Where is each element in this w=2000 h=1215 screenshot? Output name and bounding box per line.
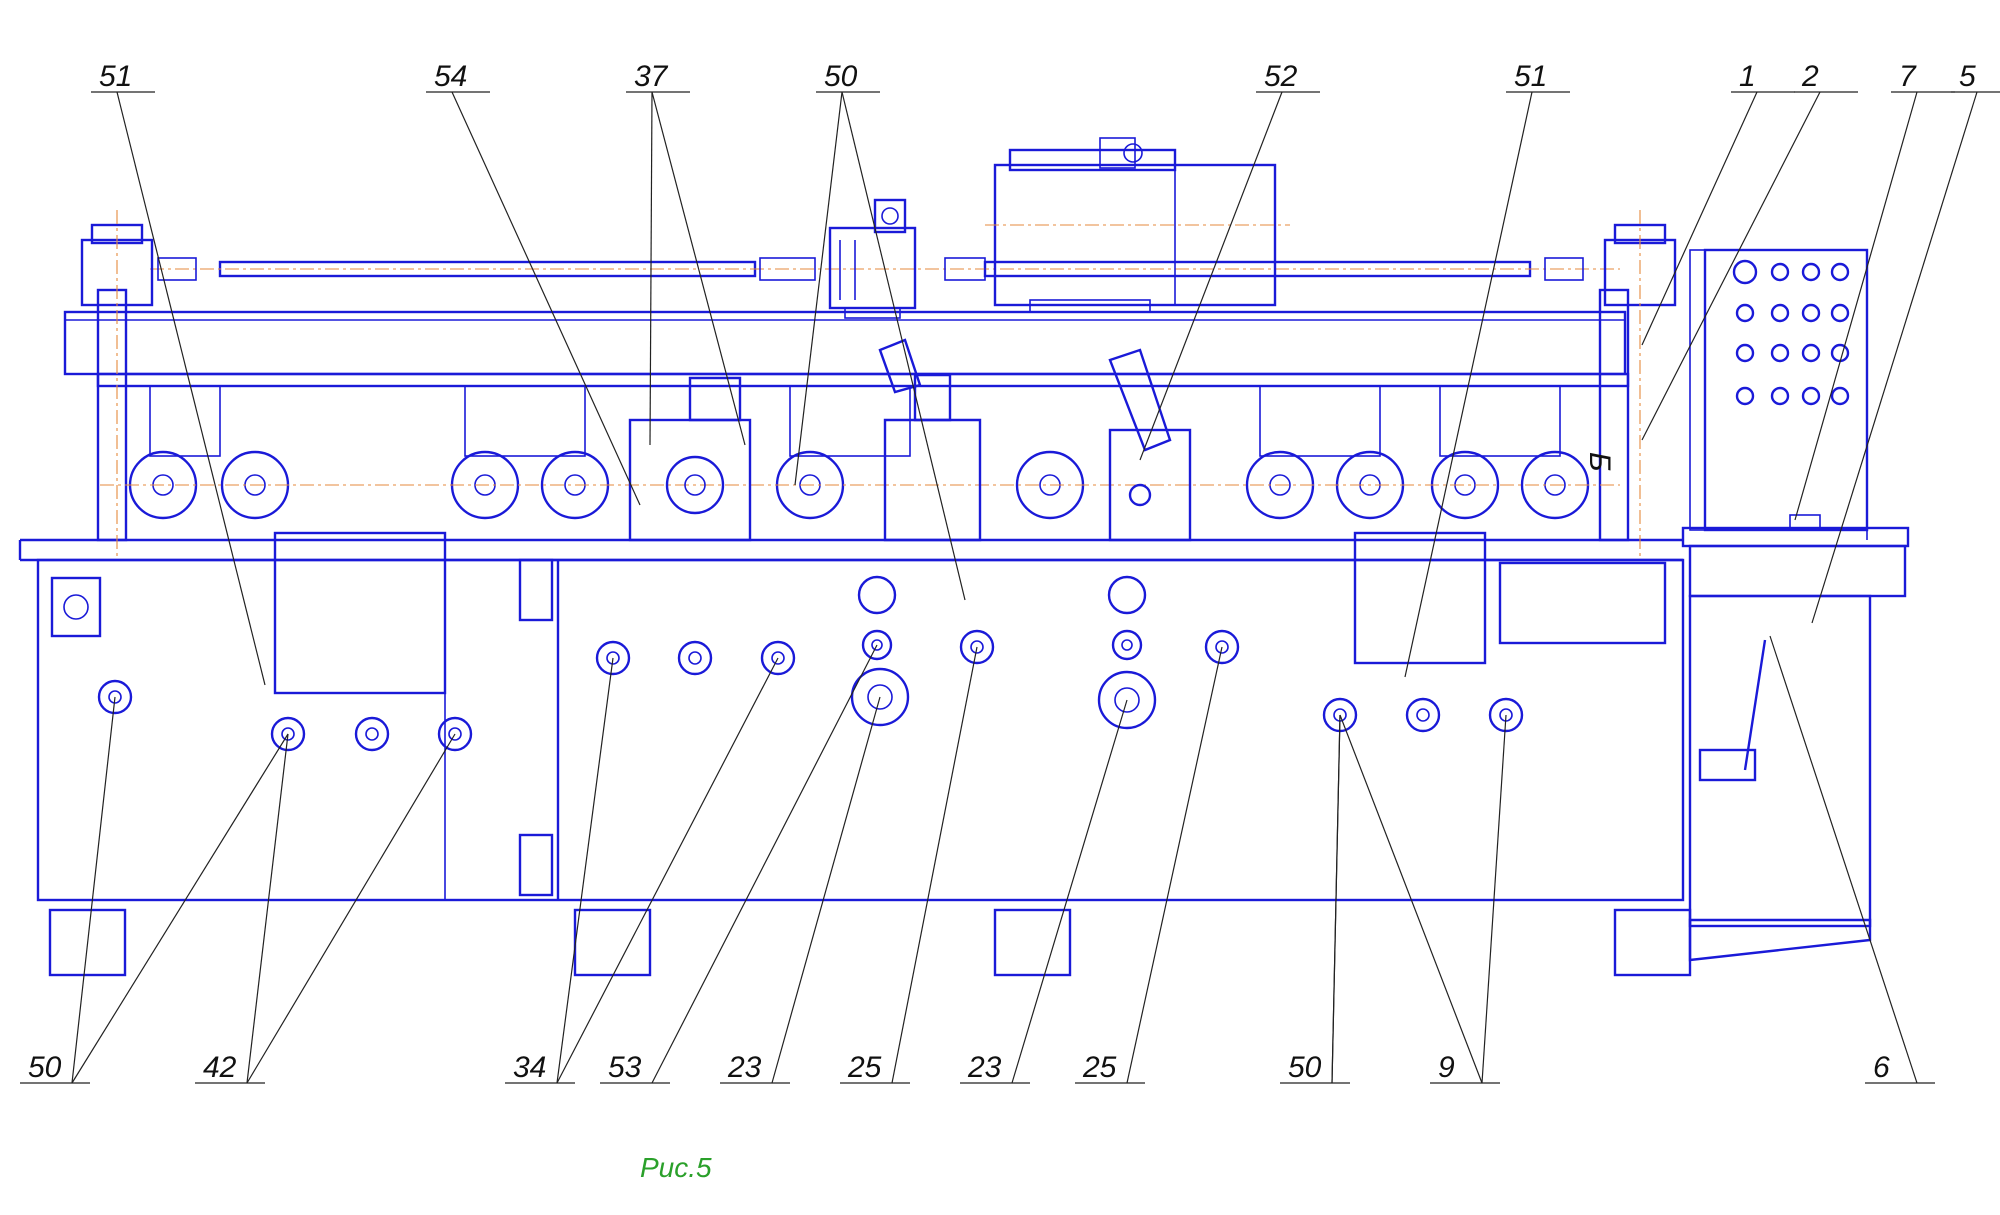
callout-label: 51	[1514, 60, 1547, 93]
callout-label: 5	[1959, 60, 1976, 93]
callout-label: 52	[1264, 60, 1298, 93]
outfeed-table	[1681, 514, 1910, 962]
callout-label: 23	[967, 1051, 1002, 1084]
callout-top-2: 54	[426, 60, 641, 506]
figure-caption: Рис.5	[640, 1152, 712, 1183]
machine-frame	[18, 210, 1685, 902]
callout-label: 25	[1082, 1051, 1117, 1084]
callout-label: 50	[1288, 1051, 1322, 1084]
callout-top-10: 5	[1811, 60, 2000, 624]
callout-bottom-9: 50	[1280, 714, 1350, 1084]
callout-bottom-1: 50	[20, 696, 289, 1084]
handwheels	[97, 575, 1524, 752]
callout-bottom-6: 25	[840, 646, 978, 1084]
machine-feet	[38, 899, 1692, 977]
callout-label: 50	[28, 1051, 62, 1084]
callout-bottom-11: 6	[1769, 635, 1935, 1084]
callout-bottom-4: 53	[600, 644, 878, 1084]
callout-top-5: 52	[1139, 60, 1320, 461]
callout-bottom-5: 23	[720, 696, 881, 1084]
callout-bottom-7: 23	[960, 699, 1128, 1084]
callout-bottom-2: 42	[195, 733, 456, 1084]
callout-label: 2	[1801, 60, 1819, 93]
motor-left	[828, 198, 917, 319]
control-panel	[1689, 248, 1869, 540]
callout-bottom-10: 9	[1339, 714, 1507, 1084]
callout-label: 51	[99, 60, 132, 93]
spindle-heads	[628, 338, 1192, 542]
callout-top-1: 51	[91, 60, 266, 686]
panel-buttons	[1735, 262, 1850, 406]
callout-label: 50	[824, 60, 858, 93]
callout-label: 25	[847, 1051, 882, 1084]
callout-label: 9	[1438, 1051, 1455, 1084]
callout-bottom-8: 25	[1075, 646, 1223, 1084]
callout-top-4: 50	[794, 60, 966, 601]
callout-label: 23	[727, 1051, 762, 1084]
feed-rollers	[100, 385, 1620, 520]
callout-label: 54	[434, 60, 467, 93]
lower-panels	[50, 531, 1667, 897]
callout-layer: 51 54 37 50 52 51 1 2 7 5 50 42 34 53 23 25 23 25 50 9 6	[20, 60, 2000, 1084]
callout-top-6: 51	[1404, 60, 1570, 678]
callout-label: 42	[203, 1051, 237, 1084]
callout-label: 6	[1873, 1051, 1890, 1084]
callout-top-7: 1	[1641, 60, 1795, 346]
callout-label: 7	[1899, 60, 1917, 93]
callout-label: 37	[634, 60, 669, 93]
callout-label: 1	[1739, 60, 1756, 93]
callout-label: 34	[513, 1051, 546, 1084]
callout-bottom-3: 34	[505, 657, 779, 1084]
section-mark: Б	[1583, 452, 1616, 472]
callout-top-3: 37	[626, 60, 746, 446]
motor-main	[985, 137, 1290, 313]
callout-top-8: 2	[1641, 60, 1858, 441]
callout-top-9: 7	[1794, 60, 1955, 521]
callout-label: 53	[608, 1051, 642, 1084]
